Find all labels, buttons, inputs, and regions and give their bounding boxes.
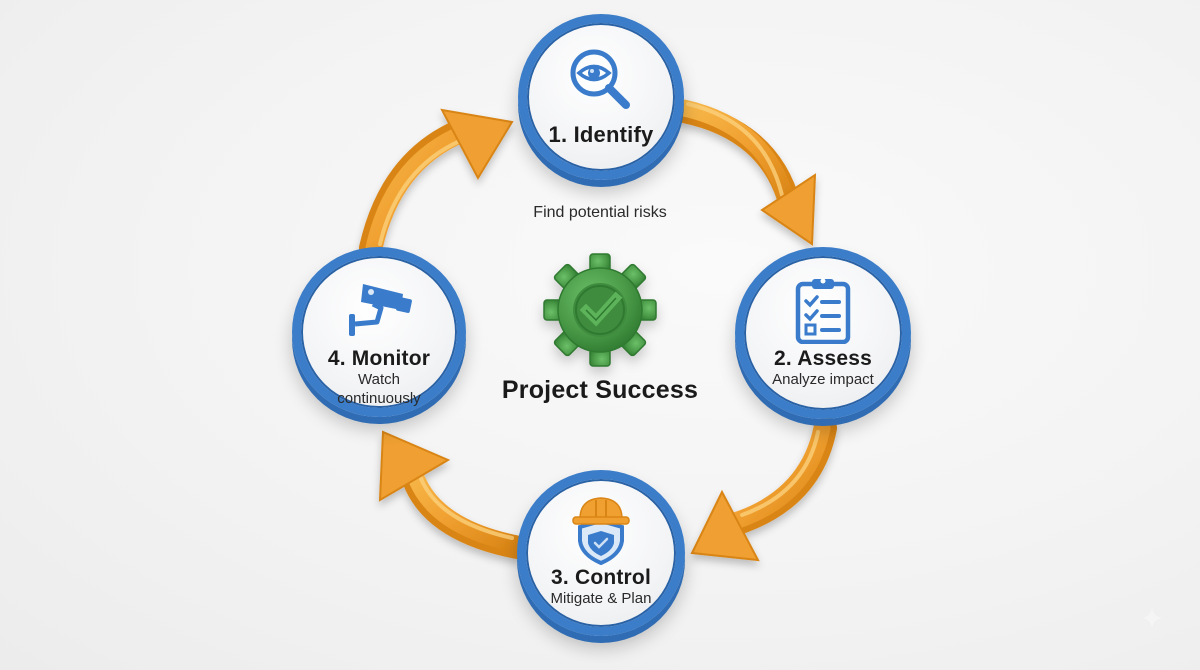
step-node-control: 3. Control Mitigate & Plan (517, 470, 685, 636)
step-title: 1. Identify (548, 122, 654, 147)
step-description-line2: continuously (337, 389, 421, 407)
arrow-monitor-to-identify (359, 108, 514, 259)
step-node-monitor: 4. Monitor Watch continuously (292, 247, 466, 417)
step-node-assess: 2. Assess Analyze impact (735, 247, 911, 419)
gear-check-icon (543, 253, 657, 367)
arrow-identify-to-assess (673, 99, 817, 246)
step-title: 4. Monitor (327, 347, 431, 370)
sparkle-watermark-icon (1141, 607, 1163, 629)
step-description: Mitigate & Plan (550, 590, 652, 608)
magnifier-eye-icon (570, 49, 630, 109)
step-title: 3. Control (551, 566, 651, 589)
clipboard-checklist-icon (795, 278, 851, 344)
step-node-identify: 1. Identify (518, 14, 684, 180)
security-camera-icon (349, 284, 412, 336)
arrow-assess-to-control (690, 417, 837, 562)
step-description-identify: Find potential risks (533, 204, 667, 221)
center-hub: Project Success (480, 250, 720, 430)
arrow-control-to-monitor (378, 430, 528, 559)
center-title: Project Success (501, 376, 699, 404)
step-title: 2. Assess (774, 347, 872, 370)
step-description: Analyze impact (772, 371, 874, 389)
hardhat-shield-icon (572, 497, 630, 565)
step-description-line1: Watch (358, 371, 400, 389)
